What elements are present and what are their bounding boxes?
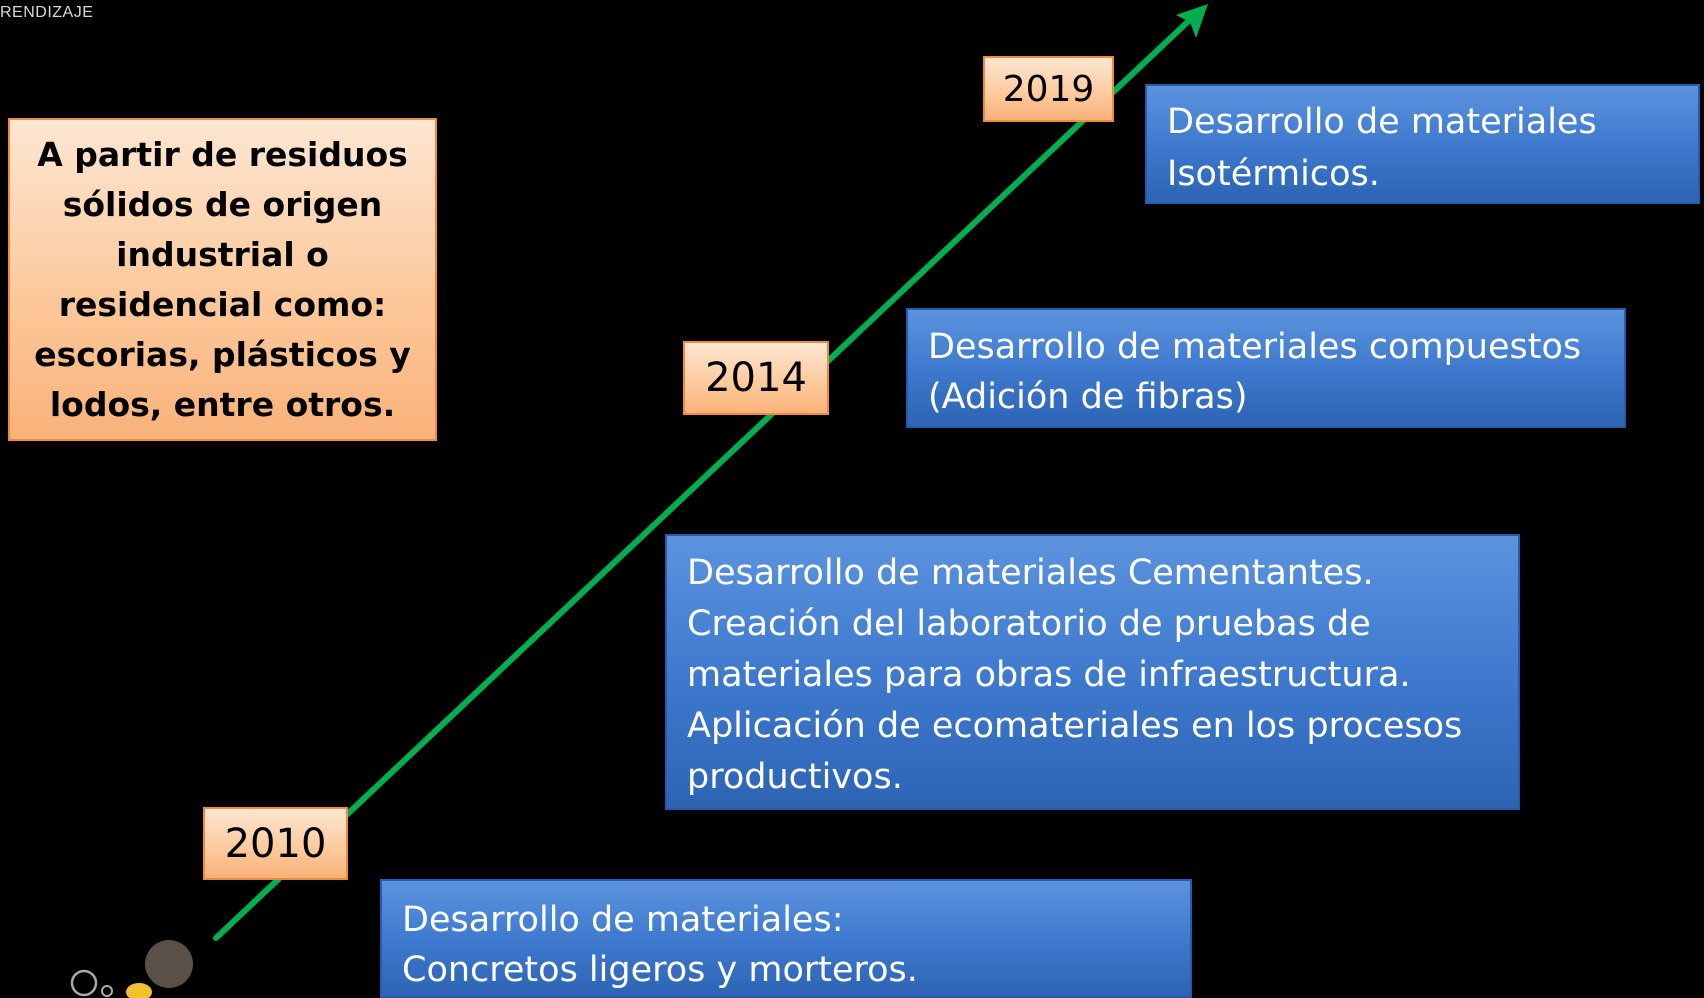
milestone-line: Isotérmicos. — [1167, 154, 1380, 194]
milestone-line: Desarrollo de materiales Cementantes. — [687, 553, 1374, 593]
note-line: A partir de residuos — [37, 134, 408, 174]
milestone-line: Desarrollo de materiales: — [402, 900, 844, 940]
residues-note: A partir de residuos sólidos de origen i… — [8, 118, 437, 441]
milestone-box-2014: Desarrollo de materiales compuestos (Adi… — [906, 308, 1626, 428]
note-line: sólidos de origen — [62, 184, 383, 224]
note-line: escorias, plásticos y — [34, 334, 411, 374]
milestone-line: Desarrollo de materiales — [1167, 102, 1597, 142]
milestone-line: materiales para obras de infraestructura… — [687, 655, 1411, 695]
milestone-box-cementantes: Desarrollo de materiales Cementantes. Cr… — [665, 534, 1520, 810]
milestone-box-2010: Desarrollo de materiales: Concretos lige… — [380, 879, 1192, 998]
milestone-box-2019: Desarrollo de materiales Isotérmicos. — [1145, 84, 1700, 204]
year-label-2014: 2014 — [683, 341, 829, 415]
milestone-line: Aplicación de ecomateriales en los proce… — [687, 706, 1463, 746]
note-line: lodos, entre otros. — [49, 384, 396, 424]
note-line: industrial o — [116, 234, 329, 274]
milestone-line: Desarrollo de materiales compuestos — [928, 327, 1582, 367]
logo-text: RENDIZAJE — [0, 4, 94, 21]
year-label-2010: 2010 — [203, 807, 348, 880]
milestone-line: Creación del laboratorio de pruebas de — [687, 604, 1371, 644]
milestone-line: (Adición de fibras) — [928, 377, 1248, 417]
milestone-line: Concretos ligeros y morteros. — [402, 950, 918, 990]
note-line: residencial como: — [58, 284, 387, 324]
milestone-line: productivos. — [687, 757, 903, 797]
year-label-2019: 2019 — [983, 56, 1114, 122]
